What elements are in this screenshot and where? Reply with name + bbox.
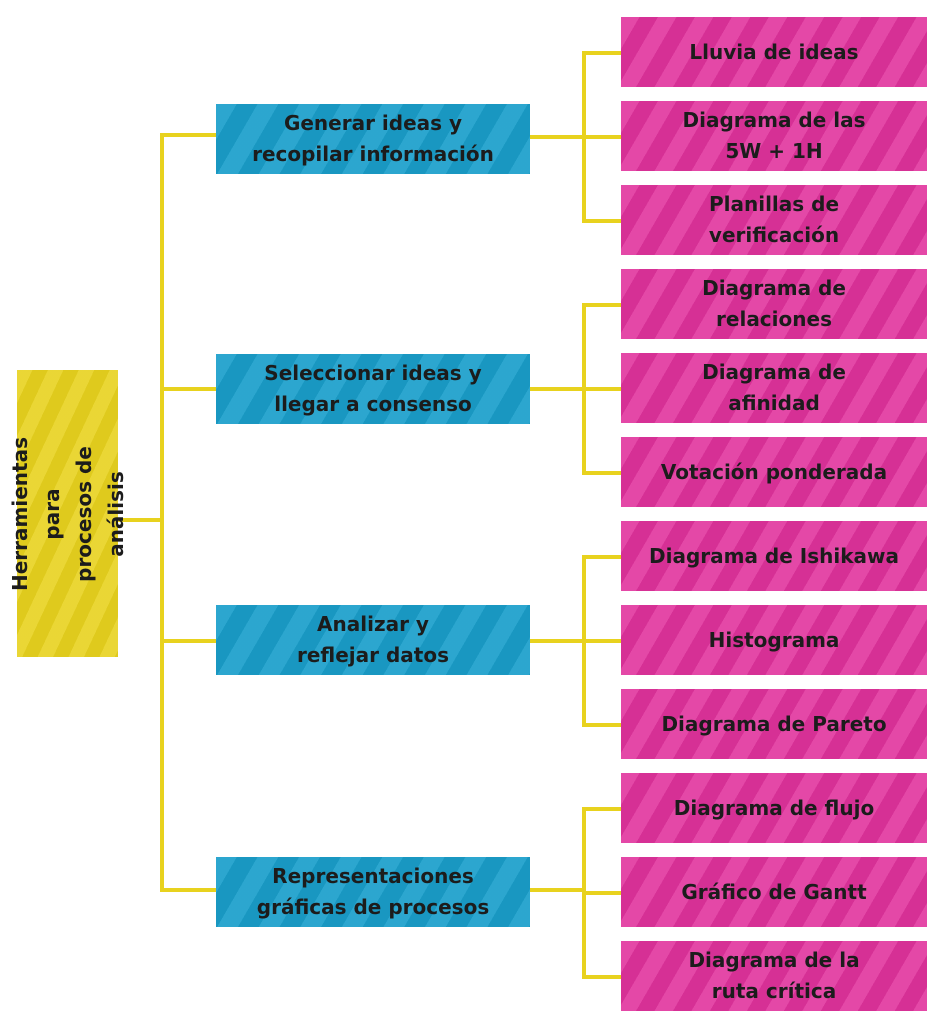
tool-lluvia-de-ideas: Lluvia de ideas (621, 17, 927, 87)
tool-diagrama-5w1h: Diagrama de las 5W + 1H (621, 101, 927, 171)
category-analizar-datos: Analizar y reflejar datos (216, 605, 530, 675)
root-label: Herramientas para procesos de análisis (7, 436, 128, 591)
tool-diagrama-relaciones: Diagrama de relaciones (621, 269, 927, 339)
tool-diagrama-flujo: Diagrama de flujo (621, 773, 927, 843)
tool-votacion-ponderada: Votación ponderada (621, 437, 927, 507)
tool-diagrama-ishikawa: Diagrama de Ishikawa (621, 521, 927, 591)
category-generar-ideas: Generar ideas y recopilar información (216, 104, 530, 174)
category-representaciones-graficas: Representaciones gráficas de procesos (216, 857, 530, 927)
tool-diagrama-afinidad: Diagrama de afinidad (621, 353, 927, 423)
tool-planillas-verificacion: Planillas de verificación (621, 185, 927, 255)
category-seleccionar-ideas: Seleccionar ideas y llegar a consenso (216, 354, 530, 424)
tool-grafico-gantt: Gráfico de Gantt (621, 857, 927, 927)
tool-histograma: Histograma (621, 605, 927, 675)
tool-diagrama-ruta-critica: Diagrama de la ruta crítica (621, 941, 927, 1011)
root-node: Herramientas para procesos de análisis (8, 370, 128, 657)
tool-diagrama-pareto: Diagrama de Pareto (621, 689, 927, 759)
